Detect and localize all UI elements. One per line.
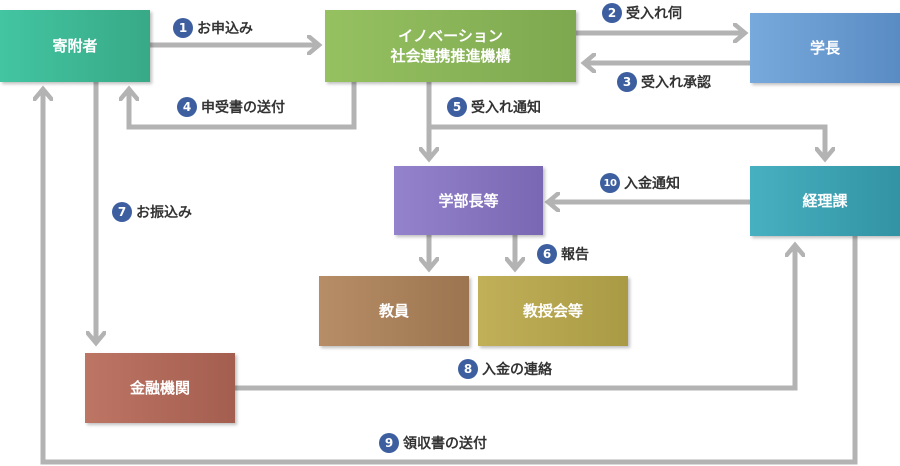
step-9: 9 領収書の送付 [379, 433, 487, 453]
step-8: 8 入金の連絡 [458, 359, 552, 379]
step-8-label: 入金の連絡 [482, 362, 552, 378]
step-10-badge: 10 [600, 173, 620, 193]
step-6-label: 報告 [561, 247, 589, 263]
step-5: 5 受入れ通知 [447, 97, 541, 117]
node-dean: 学部長等 [394, 166, 543, 235]
node-professor: 教授会等 [478, 276, 628, 346]
step-5-badge: 5 [447, 97, 467, 117]
step-10: 10 入金通知 [600, 173, 680, 193]
node-bank: 金融機関 [85, 353, 235, 423]
node-innovation-line1: イノベーション [398, 27, 503, 45]
arrow-step-9 [43, 90, 858, 465]
step-7-badge: 7 [112, 202, 132, 222]
node-dean-label: 学部長等 [438, 191, 499, 210]
arrow-step-4 [129, 82, 357, 130]
node-president: 学長 [750, 13, 900, 83]
step-3-label: 受入れ承認 [641, 75, 711, 91]
node-donor: 寄附者 [0, 10, 150, 82]
step-5-label: 受入れ通知 [471, 100, 541, 116]
step-7-label: お振込み [136, 205, 192, 221]
step-2: 2 受入れ伺 [602, 3, 682, 23]
node-donor-label: 寄附者 [52, 37, 98, 55]
step-9-badge: 9 [379, 433, 399, 453]
arrow-step-8 [235, 246, 795, 391]
step-1-badge: 1 [173, 18, 193, 38]
node-accounting-label: 経理課 [802, 192, 848, 210]
step-2-label: 受入れ伺 [626, 6, 682, 22]
step-4: 4 申受書の送付 [177, 97, 285, 117]
node-president-label: 学長 [809, 39, 840, 57]
node-bank-label: 金融機関 [129, 379, 190, 397]
step-6-badge: 6 [537, 244, 557, 264]
step-10-label: 入金通知 [624, 176, 680, 192]
step-6: 6 報告 [537, 244, 589, 264]
step-2-badge: 2 [602, 3, 622, 23]
node-accounting: 経理課 [750, 166, 900, 236]
step-4-badge: 4 [177, 97, 197, 117]
node-innovation: イノベーション 社会連携推進機構 [325, 10, 576, 82]
step-1-label: お申込み [197, 21, 253, 37]
node-professor-label: 教授会等 [522, 302, 583, 320]
node-faculty-label: 教員 [378, 302, 409, 320]
step-8-badge: 8 [458, 359, 478, 379]
node-faculty: 教員 [319, 276, 469, 346]
step-7: 7 お振込み [112, 202, 192, 222]
step-3-badge: 3 [617, 72, 637, 92]
node-innovation-line2: 社会連携推進機構 [390, 47, 511, 65]
step-9-label: 領収書の送付 [403, 436, 487, 452]
step-4-label: 申受書の送付 [201, 100, 285, 116]
step-1: 1 お申込み [173, 18, 253, 38]
step-3: 3 受入れ承認 [617, 72, 711, 92]
arrow-step-5-accounting [429, 124, 825, 158]
